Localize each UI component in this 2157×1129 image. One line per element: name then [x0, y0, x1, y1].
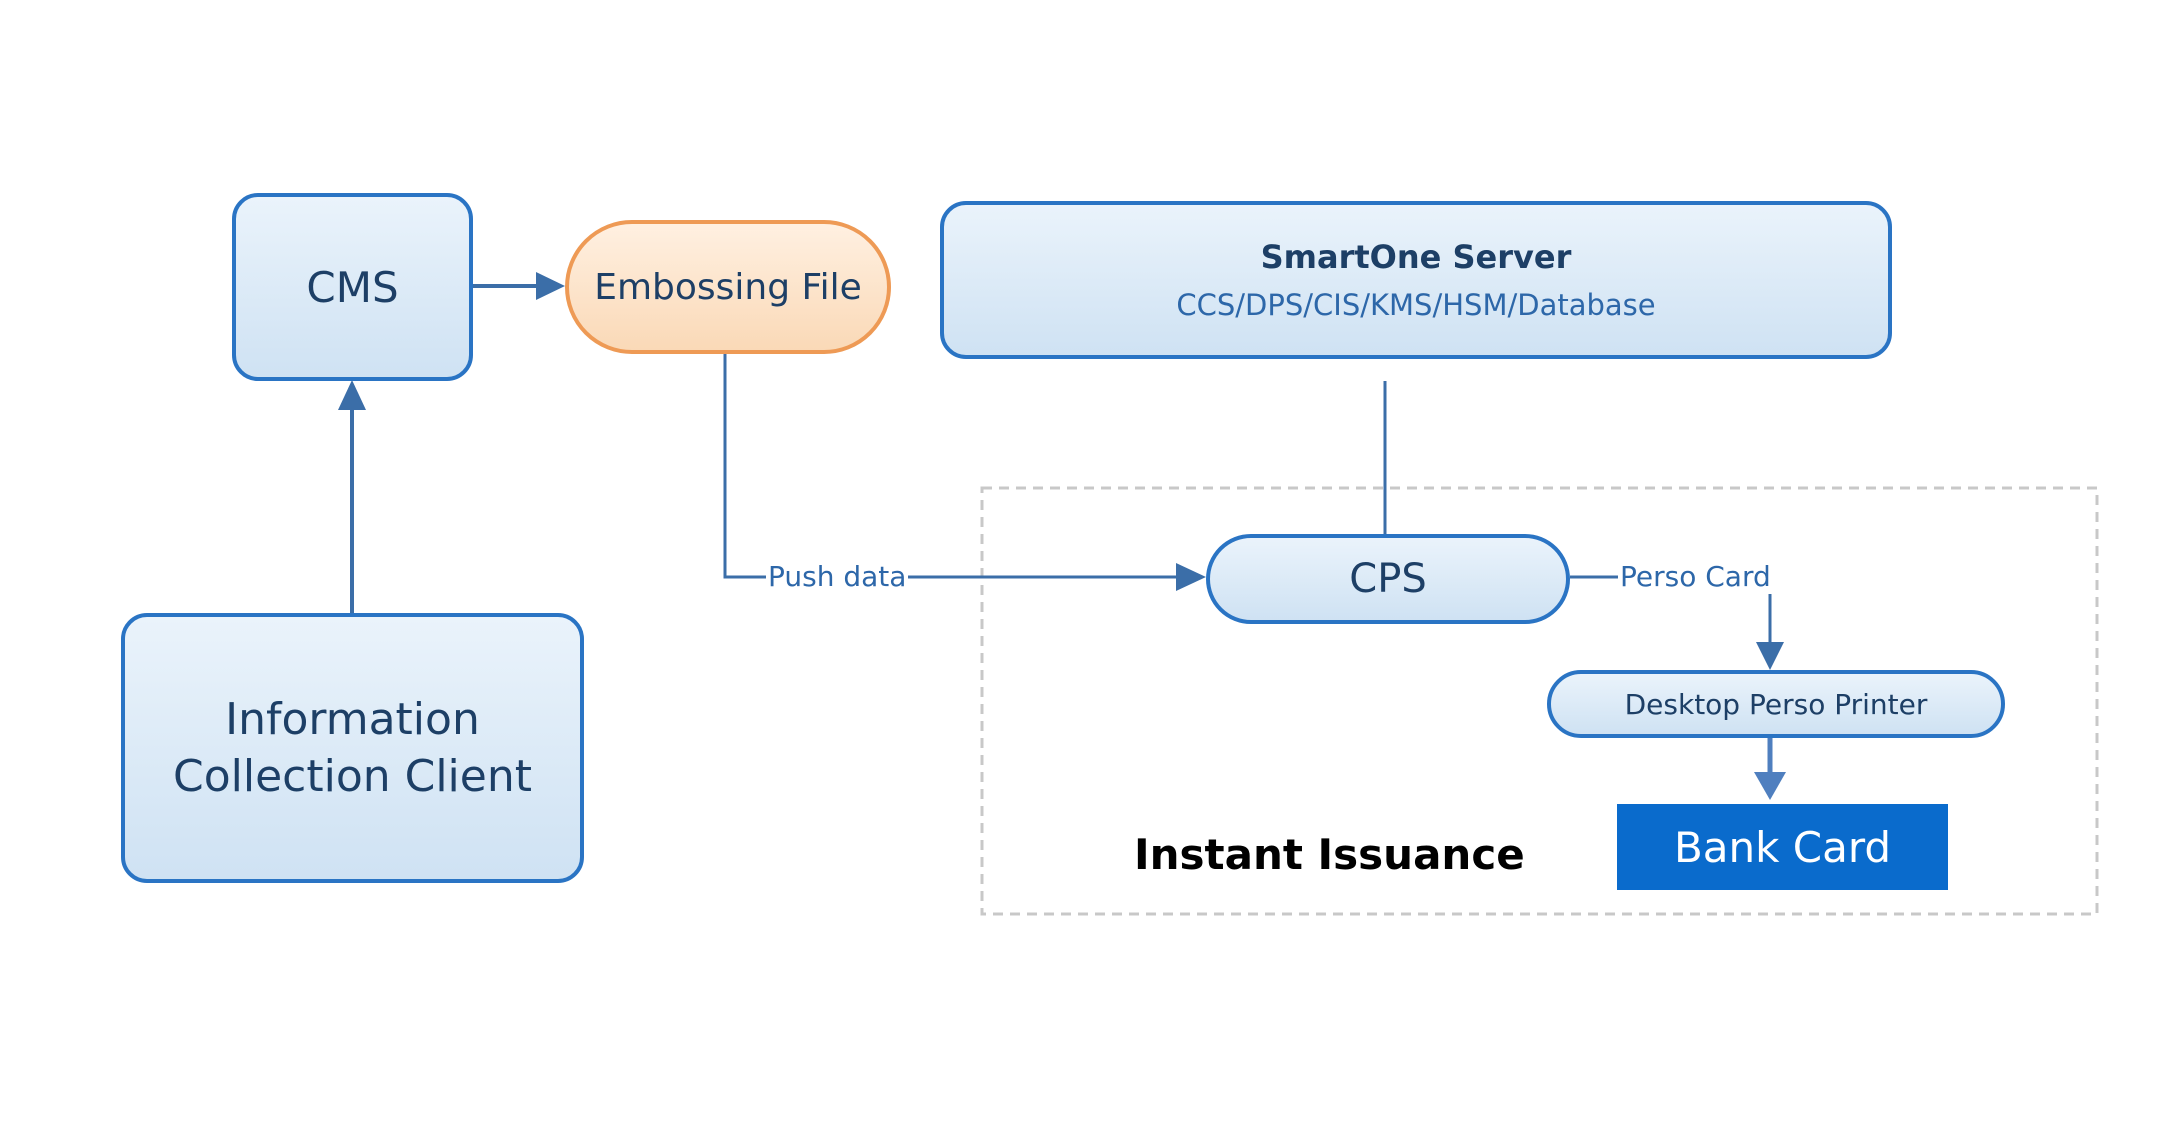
bank-card-label: Bank Card — [1673, 822, 1892, 872]
information-collection-client-node: Information Collection Client — [121, 613, 584, 883]
arrowhead-embossing — [536, 272, 565, 300]
embossing-file-label: Embossing File — [594, 266, 862, 308]
bank-card-node: Bank Card — [1617, 804, 1948, 890]
cps-node: CPS — [1206, 534, 1570, 624]
info-client-label-line2: Collection Client — [172, 751, 532, 802]
perso-card-label: Perso Card — [1618, 560, 1773, 594]
cps-label: CPS — [1349, 556, 1427, 602]
arrowhead-printer — [1756, 642, 1784, 670]
smartone-server-node: SmartOne Server CCS/DPS/CIS/KMS/HSM/Data… — [940, 201, 1892, 359]
instant-issuance-group — [980, 486, 2099, 916]
cms-node: CMS — [232, 193, 473, 381]
push-data-label: Push data — [766, 560, 909, 594]
arrowhead-bank-card — [1754, 772, 1786, 800]
server-subtitle: CCS/DPS/CIS/KMS/HSM/Database — [1176, 288, 1656, 322]
arrowhead-cms — [338, 380, 366, 410]
info-client-label-line1: Information — [225, 694, 480, 745]
instant-issuance-label: Instant Issuance — [1134, 830, 1525, 879]
printer-label: Desktop Perso Printer — [1624, 687, 1928, 721]
embossing-file-node: Embossing File — [565, 220, 891, 354]
cms-label: CMS — [306, 262, 399, 312]
desktop-perso-printer-node: Desktop Perso Printer — [1547, 670, 2005, 738]
arrowhead-cps — [1176, 563, 1206, 591]
server-title: SmartOne Server — [1260, 238, 1572, 276]
arrow-embossing-to-cps — [723, 354, 1180, 579]
